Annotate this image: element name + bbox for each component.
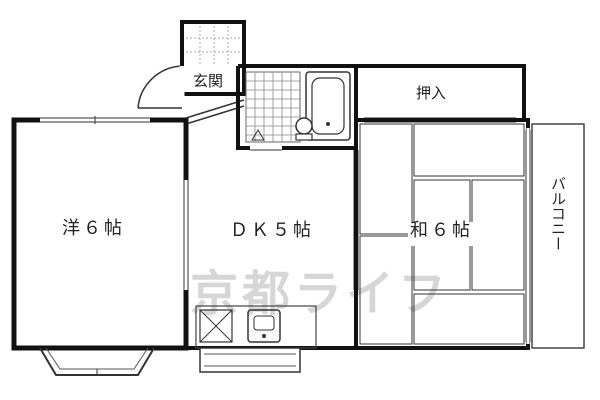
room-label-entrance: 玄関: [193, 72, 223, 90]
room-label-dk: ＤＫ５帖: [230, 220, 314, 241]
room-label-balcony: バルコニー: [549, 176, 567, 251]
bay-window: [39, 347, 155, 376]
balcony: バルコニー: [525, 123, 585, 349]
room-label-japanese: 和６帖: [410, 220, 473, 241]
closet: 押入: [354, 64, 526, 123]
dining-kitchen: ＤＫ５帖: [184, 120, 358, 373]
bathtub-icon: [305, 71, 351, 141]
watermark: 京都ライフ: [190, 266, 450, 322]
room-label-closet: 押入: [416, 84, 446, 102]
bath-unit: [236, 64, 358, 151]
door-swing-icon: [137, 65, 185, 110]
entrance: 玄関: [137, 20, 246, 125]
sink-icon: [247, 309, 281, 343]
toilet-icon: [295, 117, 313, 141]
western-room: 洋６帖: [11, 116, 189, 376]
sliding-door-western-dk: [183, 180, 189, 290]
stove-icon: [199, 309, 233, 343]
room-label-western: 洋６帖: [62, 218, 125, 239]
